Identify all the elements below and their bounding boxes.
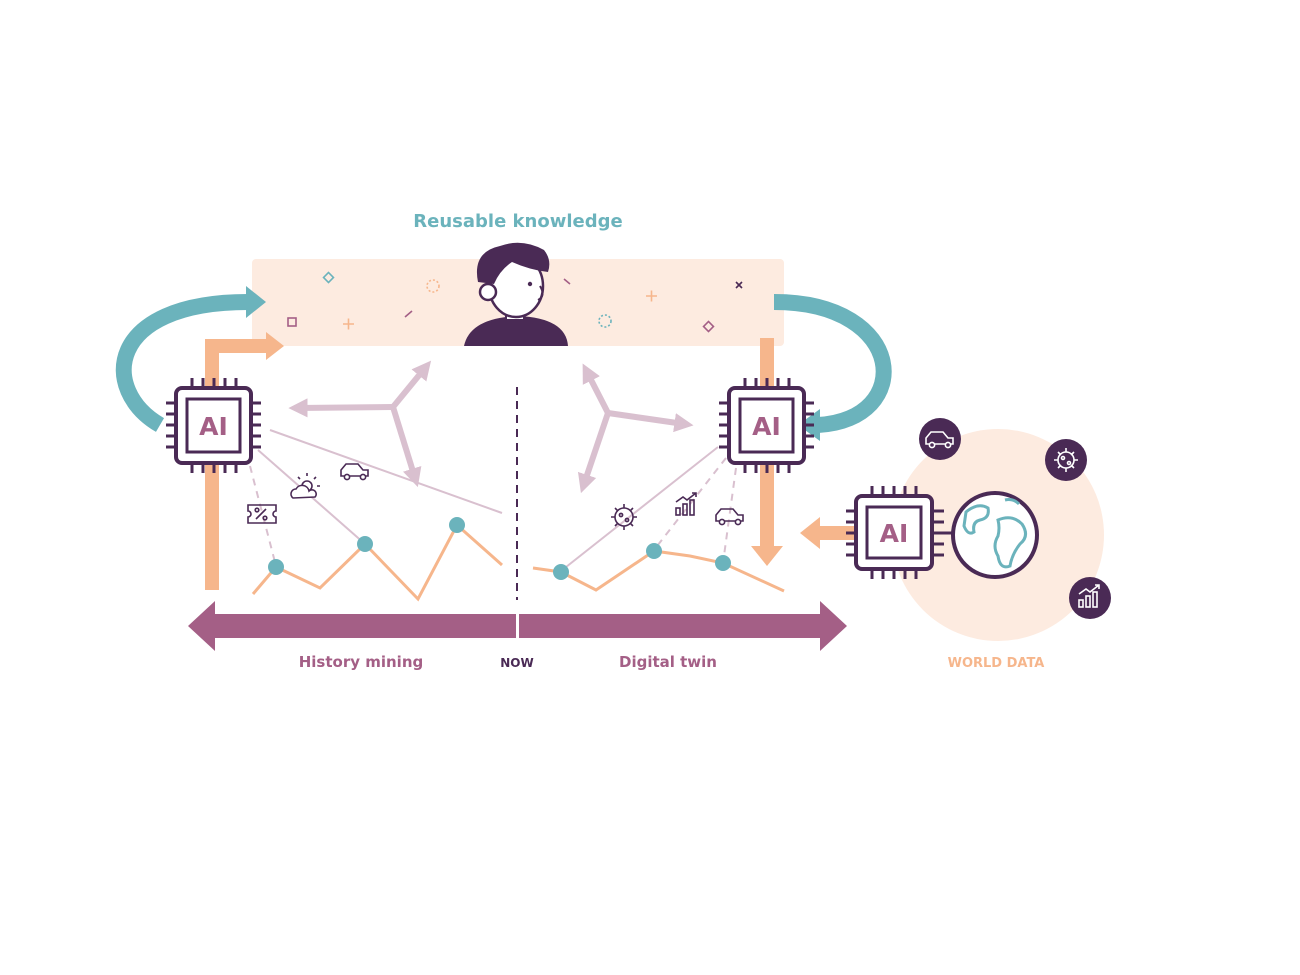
- right-downward-arrow-head: [751, 546, 783, 566]
- ai-chip-twin: AI: [719, 378, 814, 473]
- car-icon: [925, 431, 954, 449]
- world-input-arrow-head: [800, 517, 820, 549]
- history-connectors: [249, 429, 503, 567]
- right-loop-arrow: [773, 294, 892, 433]
- person-avatar: [464, 242, 568, 346]
- twin-branch-arrows: [577, 363, 694, 494]
- history-trend-line: [251, 522, 503, 602]
- left-loop-arrow: [115, 294, 249, 432]
- ai-chip-world-label: AI: [880, 519, 909, 548]
- history-data-points: [268, 517, 465, 575]
- world-growth-badge: [1069, 577, 1111, 619]
- diagram-title: Reusable knowledge: [413, 211, 622, 232]
- left-upward-arrow-head: [266, 332, 284, 360]
- ai-chip-history-label: AI: [199, 412, 228, 441]
- ai-chip-world: AI: [846, 486, 952, 579]
- now-label: NOW: [500, 656, 533, 670]
- virus-icon: [611, 504, 637, 530]
- world-data-label: WORLD DATA: [948, 656, 1045, 671]
- ai-chip-history: AI: [166, 378, 261, 473]
- globe-icon: [951, 491, 1039, 579]
- left-upward-arrow: [205, 339, 268, 590]
- left-loop-arrow-head: [246, 286, 266, 318]
- history-mining-label: History mining: [299, 653, 424, 671]
- history-branch-arrows: [288, 360, 432, 488]
- confetti-decoration: [287, 271, 743, 333]
- car-icon: [715, 508, 744, 526]
- world-virus-badge: [1045, 439, 1087, 481]
- timeline-arrow: [188, 601, 847, 651]
- car-icon: [340, 463, 369, 481]
- digital-twin-label: Digital twin: [619, 653, 717, 671]
- growth-chart-icon: [675, 492, 697, 516]
- weather-icon: [290, 473, 320, 499]
- ai-chip-twin-label: AI: [752, 412, 781, 441]
- growth-chart-icon: [1078, 584, 1100, 608]
- twin-data-points: [553, 543, 731, 580]
- world-car-badge: [919, 418, 961, 460]
- discount-ticket-icon: [247, 504, 277, 524]
- virus-icon: [1054, 448, 1078, 472]
